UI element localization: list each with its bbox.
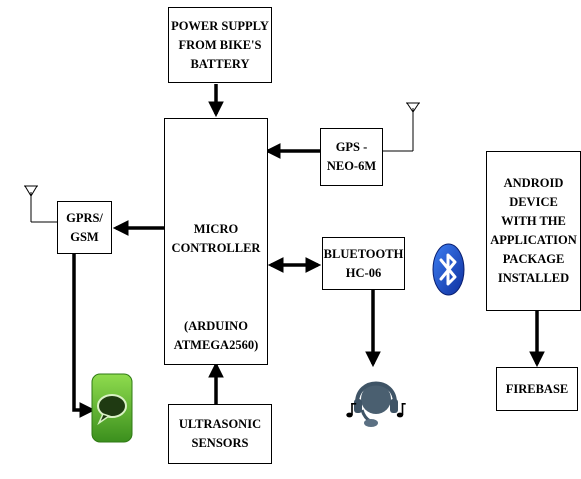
ultrasonic-sensors-block: ULTRASONIC SENSORS <box>168 404 272 464</box>
bluetooth-module-block: BLUETOOTH HC-06 <box>322 237 405 290</box>
antenna-icon <box>383 102 420 152</box>
microcontroller-label: MICRO CONTROLLER <box>171 222 261 255</box>
gps-module-block: GPS - NEO-6M <box>320 128 383 186</box>
power-supply-block: POWER SUPPLY FROM BIKE'S BATTERY <box>168 7 272 83</box>
gprs-gsm-block: GPRS/ GSM <box>57 201 112 254</box>
firebase-block: FIREBASE <box>496 367 578 411</box>
antenna-icon <box>24 185 57 223</box>
bluetooth-icon <box>432 243 465 296</box>
android-device-block: ANDROID DEVICE WITH THE APPLICATION PACK… <box>486 151 581 311</box>
microcontroller-model-label: (ARDUINO ATMEGA2560) <box>173 319 259 352</box>
microcontroller-block: MICRO CONTROLLER (ARDUINO ATMEGA2560) <box>164 118 268 365</box>
chat-bubble-icon <box>91 373 133 443</box>
headset-music-icon <box>346 381 406 427</box>
arrow-gprs-to-chat <box>72 254 96 418</box>
